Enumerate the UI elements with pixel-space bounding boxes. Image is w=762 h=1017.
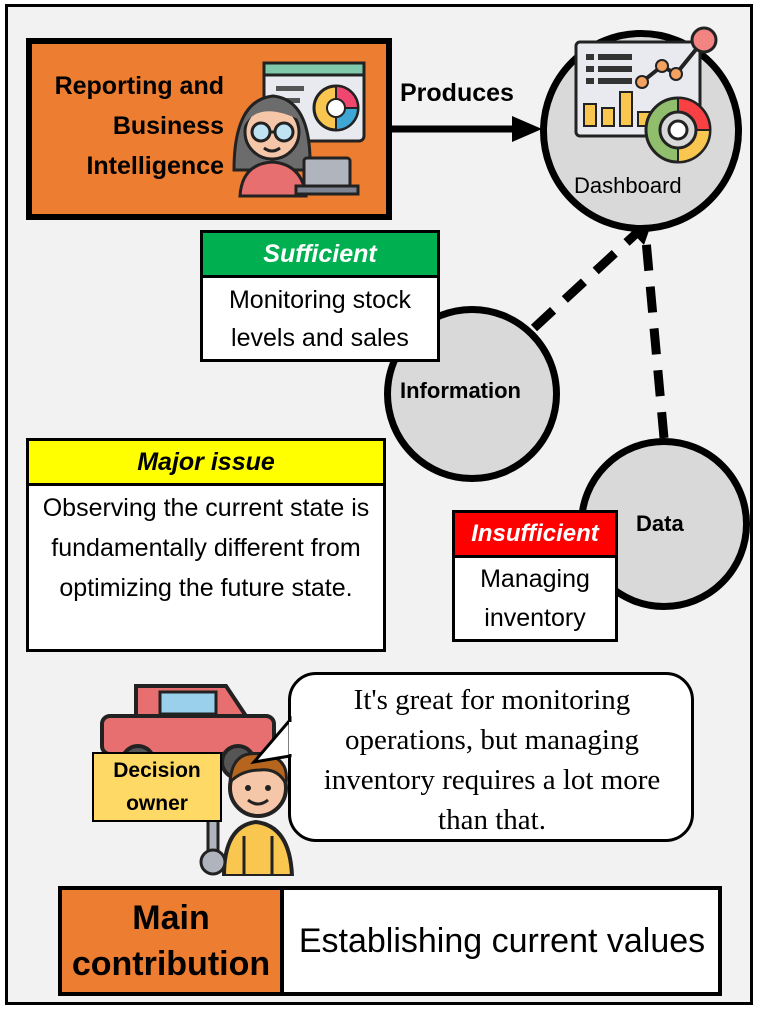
dashboard-charts-icon [574, 26, 718, 164]
mechanic-car-icon [100, 684, 295, 876]
information-to-dashboard-link [530, 226, 644, 332]
sufficient-body: Monitoring stock levels and sales [228, 286, 412, 352]
data-to-dashboard-link [641, 239, 669, 439]
insufficient-heading: Insufficient [455, 513, 615, 558]
produces-label: Produces [400, 79, 514, 107]
dashboard-label: Dashboard [574, 173, 682, 198]
insufficient-body: Managing inventory [480, 565, 590, 632]
major-issue-body: Observing the current state is fundament… [42, 494, 370, 602]
decision-owner-tag: Decision owner [92, 752, 222, 822]
reporting-bi-title: Reporting and Business Intelligence [54, 72, 224, 180]
main-contribution-value: Establishing current values [298, 922, 706, 960]
major-issue-heading: Major issue [29, 441, 383, 486]
main-contribution-label: Main contribution [62, 890, 284, 992]
speech-bubble [288, 672, 694, 842]
data-label: Data [636, 511, 684, 536]
sufficient-card: Sufficient Monitoring stock levels and s… [200, 230, 440, 362]
produces-arrowhead [512, 116, 542, 142]
insufficient-card: Insufficient Managing inventory [452, 510, 618, 642]
analyst-dashboard-icon [232, 61, 366, 198]
speech-quote: It's great for monitoring operations, bu… [323, 684, 661, 836]
information-label: Information [400, 378, 521, 403]
sufficient-heading: Sufficient [203, 233, 437, 278]
major-issue-card: Major issue Observing the current state … [26, 438, 386, 652]
speech-bubble-tail [250, 716, 293, 765]
